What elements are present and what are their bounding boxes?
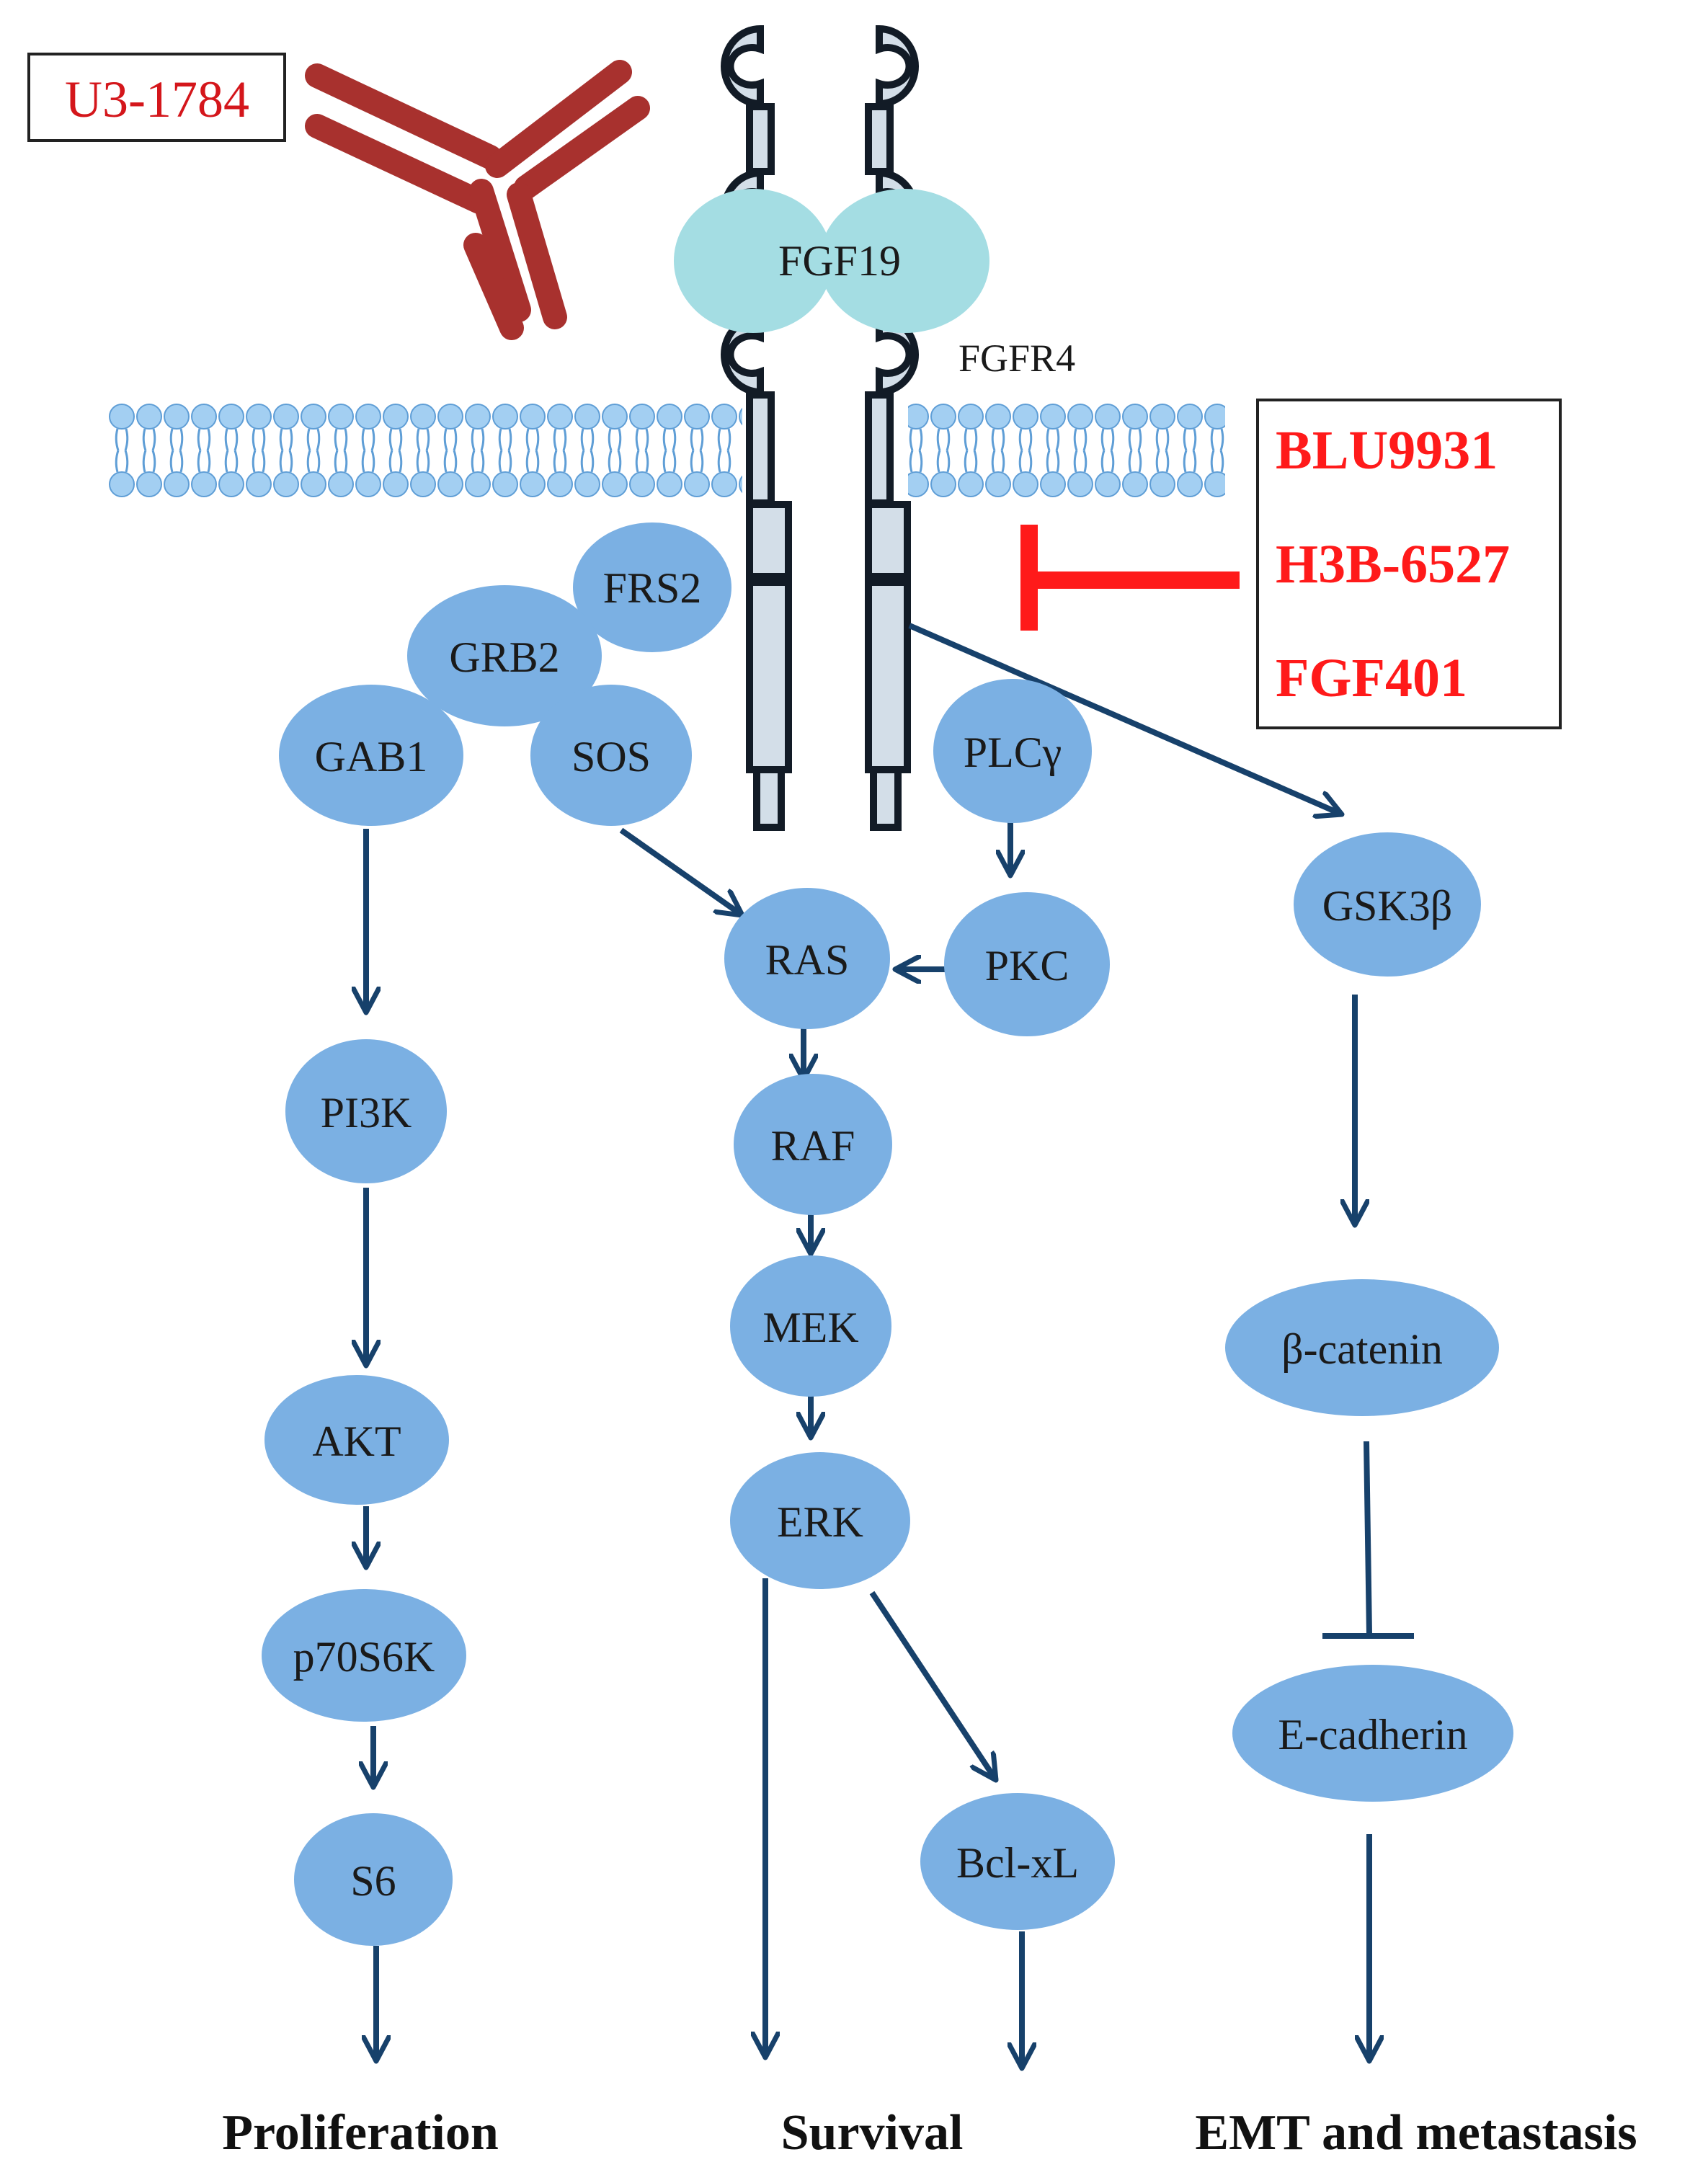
- antibody-drug-box: [27, 53, 286, 142]
- signal-arrows: [366, 623, 1414, 2068]
- node-pkc-label: PKC: [985, 942, 1069, 989]
- node-ras: [724, 888, 890, 1029]
- node-bcatenin-label: β-catenin: [1281, 1325, 1443, 1373]
- node-raf: [734, 1074, 892, 1215]
- node-bclxl-label: Bcl-xL: [956, 1839, 1079, 1887]
- node-grb2-label: GRB2: [449, 633, 559, 681]
- node-mek-label: MEK: [762, 1304, 858, 1351]
- node-akt: [264, 1375, 449, 1505]
- node-gsk3b: [1294, 832, 1481, 977]
- node-erk-label: ERK: [777, 1498, 863, 1546]
- membrane-left: [108, 404, 742, 497]
- node-sos: [530, 685, 692, 826]
- node-ecadherin: [1232, 1665, 1513, 1802]
- receptor-right-kinase1: [865, 501, 911, 580]
- node-plcg-label: PLCγ: [964, 729, 1062, 776]
- node-ras-label: RAS: [765, 936, 850, 984]
- outcome-emt: EMT and metastasis: [1195, 2105, 1637, 2161]
- node-erk: [730, 1452, 910, 1589]
- node-p70s6k: [262, 1589, 466, 1722]
- inhibition-bar-kinase: [1020, 525, 1240, 631]
- node-p70s6k-label: p70S6K: [293, 1633, 435, 1681]
- receptor-left-kinase1: [746, 501, 792, 580]
- receptor-left-transmembrane: [746, 391, 775, 507]
- inhibit-bcatenin-ecadherin: [1364, 1441, 1372, 1635]
- node-akt-label: AKT: [312, 1418, 401, 1465]
- inhibitor-blu9931: BLU9931: [1276, 420, 1498, 481]
- node-raf-label: RAF: [771, 1122, 855, 1170]
- node-pi3k-label: PI3K: [321, 1089, 412, 1137]
- receptor-right-transmembrane: [865, 391, 894, 507]
- fgf19-ligand: FGF19: [674, 189, 989, 333]
- antibody-icon: [305, 60, 650, 340]
- receptor-left-domain1: [721, 25, 764, 108]
- arrow-sos-ras: [619, 827, 742, 915]
- node-gab1: [279, 685, 463, 826]
- node-frs2-label: FRS2: [603, 564, 702, 612]
- receptor-right-domain1: [876, 25, 919, 108]
- node-grb2: [407, 585, 602, 726]
- node-s6-label: S6: [350, 1857, 396, 1905]
- receptor-left-tail: [753, 766, 785, 831]
- node-ecadherin-label: E-cadherin: [1278, 1711, 1467, 1758]
- fgf19-label: FGF19: [778, 237, 901, 285]
- outcome-proliferation: Proliferation: [222, 2105, 499, 2161]
- receptor-right-tail: [870, 766, 902, 831]
- node-sos-label: SOS: [571, 733, 651, 780]
- receptor-label: FGFR4: [958, 337, 1075, 380]
- receptor-right-neck1: [865, 103, 894, 175]
- node-bcatenin: [1225, 1279, 1499, 1416]
- arrow-receptor-gsk3b: [908, 623, 1342, 814]
- node-pi3k: [285, 1039, 447, 1183]
- node-s6: [294, 1813, 453, 1946]
- membrane-right: [908, 404, 1225, 497]
- node-frs2: [573, 522, 731, 652]
- fgfr4-receptor: [721, 25, 919, 831]
- antibody-drug-label: U3-1784: [65, 71, 249, 128]
- node-gab1-label: GAB1: [315, 733, 428, 780]
- node-gsk3b-label: GSK3β: [1322, 882, 1453, 930]
- receptor-left-kinase2: [746, 579, 792, 773]
- signaling-nodes: FRS2 GRB2 GAB1 SOS PLCγ RAS PKC RAF MEK …: [262, 522, 1513, 1946]
- fgf19-left-lobe: [674, 189, 832, 333]
- receptor-left-neck1: [746, 103, 775, 175]
- node-plcg: [933, 679, 1092, 823]
- inhibitor-box: [1256, 399, 1562, 729]
- outcome-survival: Survival: [781, 2105, 964, 2161]
- node-bclxl: [920, 1793, 1115, 1930]
- inhibitor-fgf401: FGF401: [1276, 648, 1467, 708]
- node-mek: [730, 1255, 891, 1397]
- cell-membrane: [108, 404, 1225, 497]
- fgf19-right-lobe: [819, 189, 989, 333]
- node-pkc: [944, 892, 1110, 1036]
- inhibitor-h3b6527: H3B-6527: [1276, 534, 1510, 595]
- arrow-erk-bclxl: [869, 1591, 996, 1780]
- receptor-right-kinase2: [865, 579, 911, 773]
